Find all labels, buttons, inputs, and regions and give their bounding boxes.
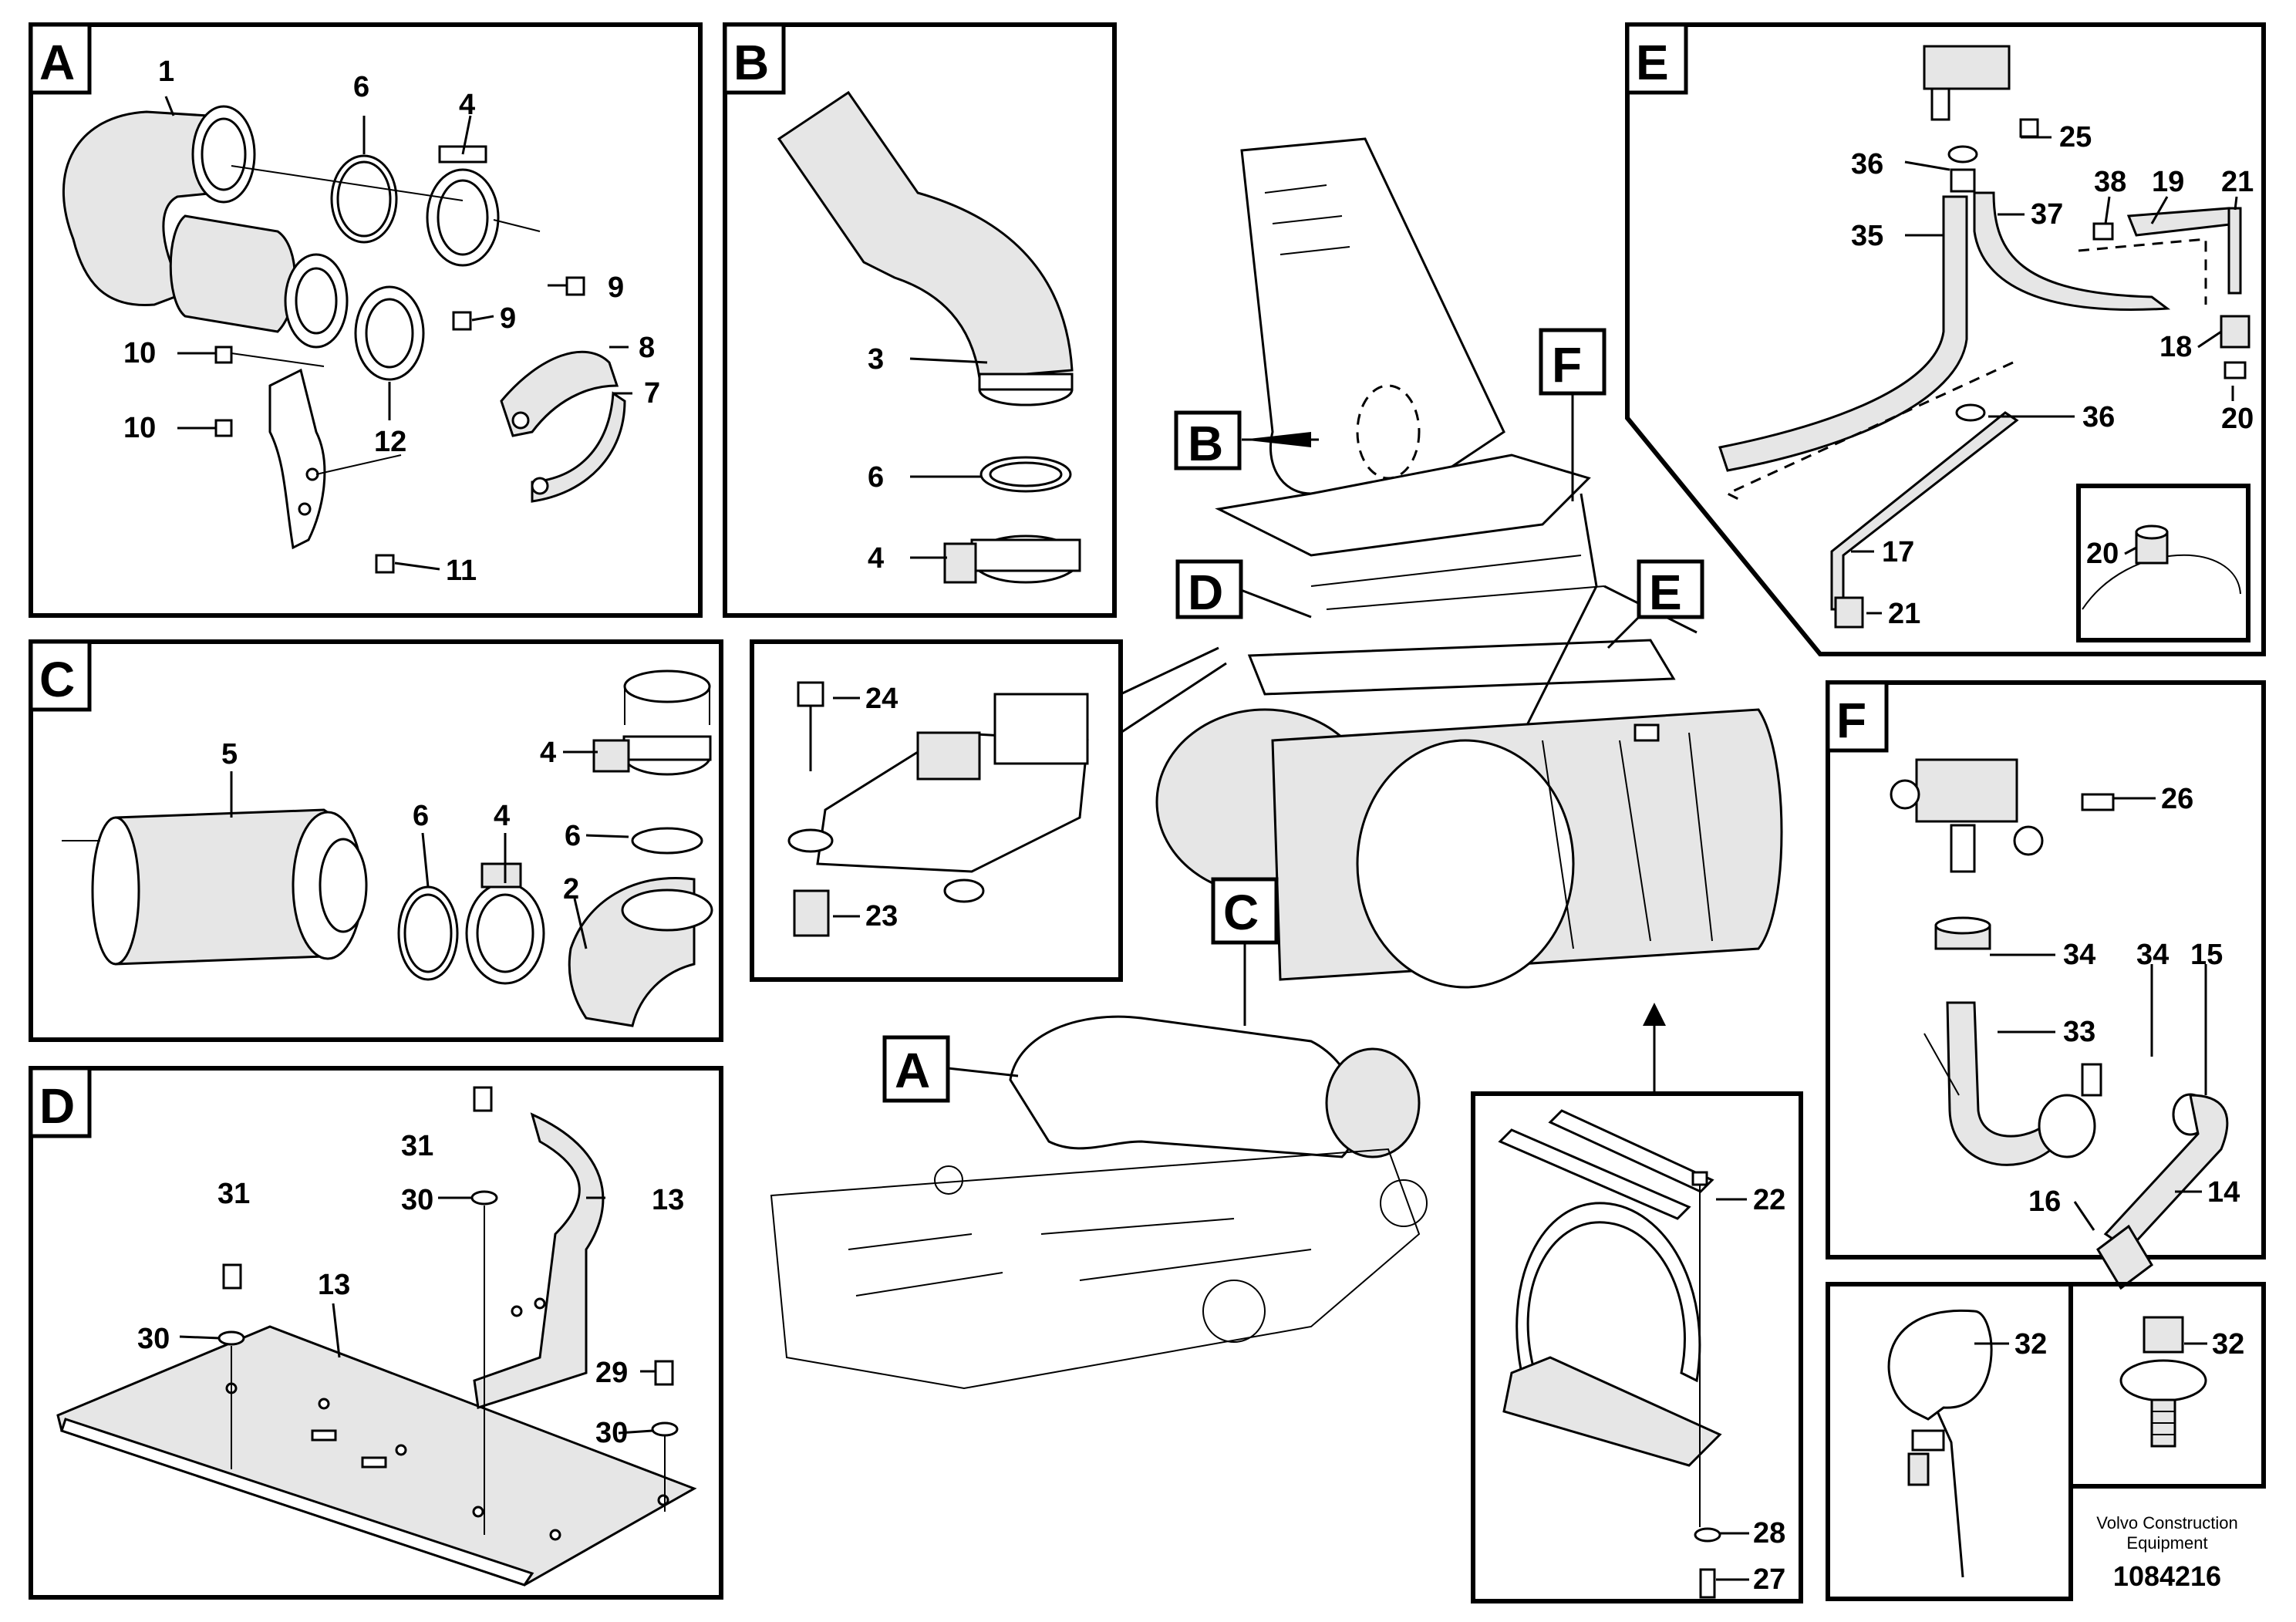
panel-e-label-38: 38 — [2094, 166, 2126, 198]
panel-f-label-16: 16 — [2028, 1185, 2061, 1218]
panel-e: E 25 36 — [1625, 22, 2266, 656]
detail-d-label-23: 23 — [865, 900, 898, 932]
panel-d-label-30c: 30 — [595, 1417, 628, 1449]
maker-line-1: Volvo Construction — [2096, 1513, 2237, 1533]
panel-c-label-5: 5 — [221, 738, 238, 771]
panel-e-label-20a: 20 — [2221, 403, 2254, 435]
panel-e-label-35: 35 — [1851, 220, 1883, 252]
panel-a-label-6: 6 — [353, 71, 369, 103]
panel-b-label-3: 3 — [868, 343, 884, 376]
panel-d-label-13a: 13 — [318, 1269, 350, 1301]
panel-e-label-36a: 36 — [1851, 148, 1883, 180]
panel-e-label-20b: 20 — [2086, 538, 2119, 570]
panel-f-label-26: 26 — [2161, 783, 2193, 815]
panel-c-label-6a: 6 — [413, 800, 429, 832]
panel-d-letter: D — [39, 1078, 75, 1134]
panel-a-label-12: 12 — [374, 426, 406, 458]
clip-left-label-32: 32 — [2014, 1328, 2047, 1361]
callout-b-letter: B — [1188, 416, 1223, 471]
panel-d-label-13b: 13 — [652, 1184, 684, 1216]
panel-c: C 5 6 4 4 6 2 — [29, 639, 723, 1042]
drawing-number: 1084216 — [2113, 1560, 2221, 1592]
panel-d-label-30a: 30 — [137, 1323, 170, 1355]
panel-a-label-4: 4 — [459, 89, 475, 121]
bracket-label-22: 22 — [1753, 1184, 1785, 1216]
panel-a-label-1: 1 — [158, 56, 174, 88]
panel-d-label-30b: 30 — [401, 1184, 433, 1216]
panel-a-label-11: 11 — [446, 555, 477, 587]
callout-f-letter: F — [1552, 337, 1582, 393]
panel-a-label-10a: 10 — [123, 337, 156, 369]
panel-e-letter: E — [1636, 35, 1669, 90]
panel-f-letter: F — [1836, 693, 1866, 748]
panel-f-label-14: 14 — [2207, 1176, 2240, 1209]
panel-f: F 26 34 34 15 33 14 16 — [1826, 680, 2266, 1290]
callout-c-letter: C — [1223, 885, 1259, 940]
bracket-label-27: 27 — [1753, 1563, 1785, 1596]
panel-f-label-15: 15 — [2190, 939, 2223, 971]
panel-e-label-25: 25 — [2059, 121, 2092, 153]
panel-a-label-8: 8 — [639, 332, 655, 364]
panel-f-label-33: 33 — [2063, 1016, 2095, 1048]
detail-d-label-24: 24 — [865, 683, 898, 715]
panel-b: B 3 6 4 — [723, 22, 1117, 618]
panel-b-letter: B — [733, 35, 769, 90]
panel-f-label-34a: 34 — [2063, 939, 2095, 971]
detail-clips: 32 32 — [1826, 1282, 2266, 1601]
panel-e-label-21b: 21 — [1888, 598, 1920, 630]
bracket-label-28: 28 — [1753, 1517, 1785, 1549]
panel-d: D 31 30 13 31 30 13 — [29, 1066, 723, 1600]
clip-right-label-32: 32 — [2212, 1328, 2244, 1361]
panel-a-label-9b: 9 — [500, 302, 516, 335]
panel-a-label-9a: 9 — [608, 271, 624, 304]
detail-d-sensor-mount: 24 23 — [750, 639, 1227, 982]
detail-bracket: 22 28 27 — [1471, 1003, 1803, 1603]
panel-d-label-29: 29 — [595, 1357, 628, 1389]
panel-d-label-31a: 31 — [217, 1178, 250, 1210]
panel-c-letter: C — [39, 652, 75, 707]
callout-e-letter: E — [1649, 565, 1682, 620]
panel-e-label-18: 18 — [2159, 331, 2192, 363]
panel-c-label-6b: 6 — [565, 820, 581, 852]
panel-a-letter: A — [39, 35, 75, 90]
callout-a-letter: A — [895, 1043, 930, 1098]
center-assembly: B F D E C A — [770, 137, 1783, 1390]
footer-block: Volvo Construction Equipment 1084216 — [2096, 1513, 2237, 1592]
panel-e-label-21a: 21 — [2221, 166, 2254, 198]
panel-c-label-4a: 4 — [494, 800, 510, 832]
panel-f-label-34b: 34 — [2136, 939, 2169, 971]
panel-c-label-4b: 4 — [540, 737, 556, 769]
panel-b-label-6: 6 — [868, 461, 884, 494]
callout-d-letter: D — [1188, 565, 1223, 620]
panel-e-label-37: 37 — [2031, 198, 2063, 231]
maker-line-2: Equipment — [2126, 1533, 2207, 1553]
panel-e-label-36b: 36 — [2082, 401, 2115, 433]
panel-b-label-4: 4 — [868, 542, 884, 575]
panel-e-label-17: 17 — [1882, 536, 1914, 568]
panel-d-label-31b: 31 — [401, 1130, 433, 1162]
panel-a-label-7: 7 — [644, 377, 660, 410]
panel-c-label-2: 2 — [563, 873, 579, 905]
panel-a-label-10b: 10 — [123, 412, 156, 444]
panel-e-label-19: 19 — [2152, 166, 2184, 198]
panel-a: A — [29, 22, 703, 618]
